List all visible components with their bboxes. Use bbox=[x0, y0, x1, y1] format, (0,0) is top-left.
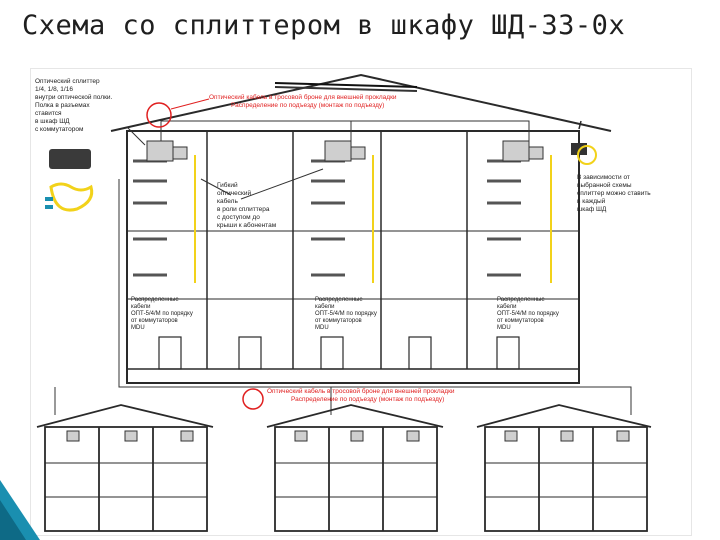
distribution-line: Распределенные bbox=[315, 297, 363, 303]
main-roof bbox=[110, 73, 612, 132]
door-5 bbox=[496, 336, 520, 370]
distribution-note-1: Распределенные кабели ОПТ-5/4/М по поряд… bbox=[131, 297, 193, 331]
distribution-line: MDU bbox=[131, 325, 145, 331]
distribution-line: ОПТ-5/4/М по порядку bbox=[497, 311, 559, 317]
drop-cable-note: Гибкий оптический кабель в роли сплиттер… bbox=[217, 181, 277, 229]
right-note-line: выбранной схемы bbox=[577, 181, 632, 189]
distribution-line: ОПТ-5/4/М по порядку bbox=[315, 311, 377, 317]
small-building-3 bbox=[476, 404, 652, 532]
splitter-note-line: ставится bbox=[35, 110, 62, 117]
trunk-cable bbox=[160, 120, 530, 141]
small-cabinets bbox=[66, 430, 630, 442]
splitter-note-line: в шкаф ШД bbox=[35, 118, 70, 125]
corner-decoration bbox=[0, 480, 40, 540]
right-note-line: шкаф ШД bbox=[577, 206, 607, 213]
distribution-line: кабели bbox=[131, 304, 150, 310]
distribution-line: от коммутаторов bbox=[131, 318, 178, 324]
top-cable-line: Оптический кабель в тросовой броне для в… bbox=[209, 93, 397, 101]
distribution-line: от коммутаторов bbox=[497, 318, 544, 324]
right-note-line: в каждый bbox=[577, 197, 606, 205]
splitter-note-line: Полка в разъемах bbox=[35, 102, 90, 109]
small-building-1 bbox=[36, 404, 214, 532]
small-building-2 bbox=[266, 404, 444, 532]
cable-photo bbox=[274, 82, 418, 92]
bottom-callout-circle bbox=[242, 388, 264, 410]
right-note-line: В зависимости от bbox=[577, 174, 630, 181]
distribution-line: MDU bbox=[497, 325, 511, 331]
splitter-photo-right bbox=[571, 143, 597, 165]
cable-callout-circle bbox=[146, 102, 172, 128]
roof-right-ext bbox=[578, 120, 582, 130]
door-2 bbox=[238, 336, 262, 370]
top-cable-line: Распределение по подъезду (монтаж по под… bbox=[231, 102, 384, 109]
distribution-line: кабели bbox=[315, 304, 334, 310]
splitter-note-line: 1/4, 1/8, 1/16 bbox=[35, 86, 73, 93]
splitter-note: Оптический сплиттер 1/4, 1/8, 1/16 внутр… bbox=[35, 77, 113, 133]
slide-title: Схема со сплиттером в шкафу ШД-33-0х bbox=[22, 10, 626, 41]
splitter-note-line: Оптический сплиттер bbox=[35, 77, 100, 85]
diagram-panel: Оптический сплиттер 1/4, 1/8, 1/16 внутр… bbox=[30, 68, 692, 536]
right-note: В зависимости от выбранной схемы сплитте… bbox=[577, 174, 651, 213]
right-note-line: сплиттер можно ставить bbox=[577, 190, 651, 197]
distribution-line: ОПТ-5/4/М по порядку bbox=[131, 311, 193, 317]
cabinet-shd-3 bbox=[502, 140, 544, 162]
splitter-note-line: внутри оптической полки. bbox=[35, 93, 113, 101]
distribution-line: от коммутаторов bbox=[315, 318, 362, 324]
distribution-line: кабели bbox=[497, 304, 516, 310]
bottom-cable-line: Оптический кабель в тросовой броне для в… bbox=[267, 387, 455, 395]
top-cable-note: Оптический кабель в тросовой броне для в… bbox=[209, 93, 397, 109]
door-3 bbox=[320, 336, 344, 370]
drop-cable-line: оптический bbox=[217, 189, 251, 197]
distribution-line: Распределенные bbox=[131, 297, 179, 303]
floor-markers bbox=[133, 159, 521, 277]
distribution-line: Распределенные bbox=[497, 297, 545, 303]
drop-cable-line: крыши к абонентам bbox=[217, 221, 277, 229]
drop-cable-line: в роли сплиттера bbox=[217, 206, 270, 213]
door-1 bbox=[158, 336, 182, 370]
door-4 bbox=[408, 336, 432, 370]
drop-cable-line: кабель bbox=[217, 197, 238, 205]
main-building bbox=[110, 73, 612, 384]
splitter-note-line: с коммутатором bbox=[35, 126, 84, 133]
drop-cable-line: с доступом до bbox=[217, 214, 260, 221]
bottom-cable-line: Распределение по подъезду (монтаж по под… bbox=[291, 396, 444, 403]
distribution-note-2: Распределенные кабели ОПТ-5/4/М по поряд… bbox=[315, 297, 377, 331]
riser-cables bbox=[194, 155, 552, 283]
network-diagram: Оптический сплиттер 1/4, 1/8, 1/16 внутр… bbox=[35, 73, 652, 532]
distribution-note-3: Распределенные кабели ОПТ-5/4/М по поряд… bbox=[497, 297, 559, 331]
distribution-line: MDU bbox=[315, 325, 329, 331]
bottom-cable-note: Оптический кабель в тросовой броне для в… bbox=[267, 387, 455, 403]
cabinet-shd-2 bbox=[324, 140, 366, 162]
splitter-photo bbox=[45, 149, 94, 212]
cabinet-shd-1 bbox=[146, 140, 188, 162]
main-building-walls bbox=[126, 130, 580, 384]
drop-cable-line: Гибкий bbox=[217, 181, 238, 189]
